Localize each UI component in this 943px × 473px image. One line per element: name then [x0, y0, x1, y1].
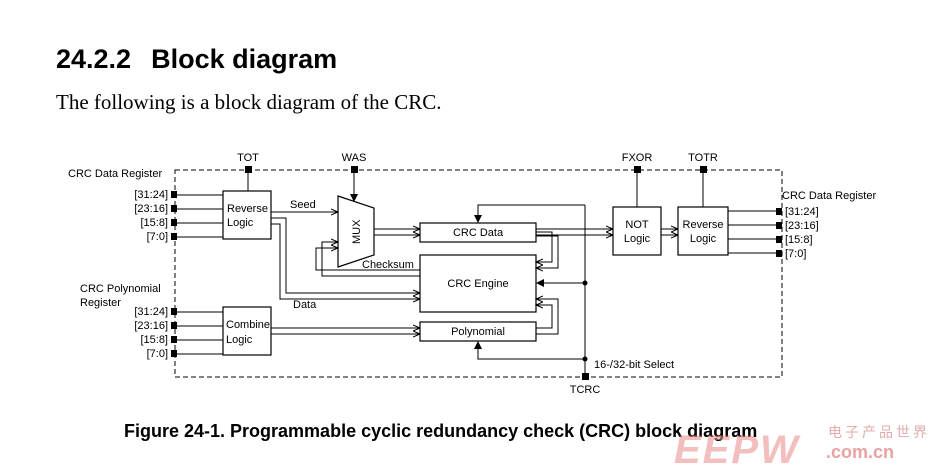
intro-paragraph: The following is a block diagram of the …: [56, 90, 442, 114]
section-heading: 24.2.2 Block diagram: [56, 44, 337, 75]
checksum-bus: [321, 242, 420, 277]
combine-logic-label: Logic: [226, 334, 253, 346]
poly-in-wires: [177, 311, 223, 355]
fxor-pin: [634, 166, 641, 173]
data-out-byte-label: [23:16]: [785, 220, 819, 232]
data-register-in-label: CRC Data Register: [68, 168, 162, 180]
poly-in-byte-label: [23:16]: [134, 320, 168, 332]
not-logic-block: [612, 206, 662, 256]
output-reverse-logic-label: Reverse: [683, 219, 724, 231]
select-signal-label: 16-/32-bit Select: [594, 359, 674, 371]
data-in-byte-label: [23:16]: [134, 203, 168, 215]
input-reverse-logic-label: Logic: [227, 217, 254, 229]
polynomial-label: Polynomial: [451, 326, 505, 338]
mux-label: MUX: [351, 219, 363, 244]
data-out-byte-label: [15:8]: [785, 234, 813, 246]
junction-dot: [582, 280, 588, 286]
crc-data-to-engine: [536, 235, 559, 268]
tcrc-pin: [582, 373, 589, 380]
input-reverse-logic-label: Reverse: [227, 203, 268, 215]
site-watermark: EEPW 电子产品世界 .com.cn: [668, 418, 943, 472]
poly-to-engine: [536, 305, 553, 329]
poly-in-pins: [171, 308, 177, 357]
combine-logic-block: [222, 306, 272, 356]
crc-engine-label: CRC Engine: [447, 278, 508, 290]
data-in-pins: [171, 191, 177, 240]
totr-signal-label: TOTR: [688, 152, 718, 164]
seed-label: Seed: [290, 199, 316, 211]
checksum-bus: [315, 248, 420, 271]
crc-data-to-engine: [536, 231, 553, 262]
module-boundary: [174, 169, 783, 378]
data-label: Data: [293, 299, 317, 311]
section-title: Block diagram: [151, 44, 338, 74]
poly-register-label: Register: [80, 297, 121, 309]
totr-pin: [700, 166, 707, 173]
output-reverse-logic-label: Logic: [690, 233, 717, 245]
select-to-polynomial: [474, 341, 585, 360]
data-in-wires: [177, 194, 223, 238]
poly-register-label: CRC Polynomial: [80, 283, 161, 295]
crc-data-label: CRC Data: [453, 227, 504, 239]
poly-in-byte-label: [31:24]: [134, 306, 168, 318]
watermark-url: .com.cn: [826, 442, 895, 462]
data-out-byte-label: [7:0]: [785, 248, 806, 260]
tcrc-signal-label: TCRC: [570, 384, 601, 396]
not-logic-label: NOT: [625, 219, 649, 231]
was-pin: [351, 166, 358, 173]
figure-caption: Figure 24-1. Programmable cyclic redunda…: [124, 421, 758, 441]
not-logic-label: Logic: [624, 233, 651, 245]
tot-signal-label: TOT: [237, 152, 259, 164]
checksum-label: Checksum: [362, 259, 414, 271]
data-out-pins: [776, 208, 782, 257]
data-out-byte-label: [31:24]: [785, 206, 819, 218]
fxor-signal-label: FXOR: [622, 152, 653, 164]
junction-dot: [582, 356, 588, 362]
tot-pin: [245, 166, 252, 173]
data-out-wires: [728, 210, 776, 254]
was-signal-label: WAS: [342, 152, 367, 164]
poly-to-engine: [536, 299, 559, 335]
input-reverse-logic-block: [222, 190, 272, 240]
tcrc-to-crc-data: [474, 204, 585, 223]
combine-logic-label: Combine: [226, 319, 270, 331]
output-reverse-logic-block: [677, 206, 729, 256]
crc-engine-block: [419, 254, 537, 313]
poly-in-byte-label: [15:8]: [140, 334, 168, 346]
section-number: 24.2.2: [56, 44, 132, 74]
data-in-byte-label: [31:24]: [134, 189, 168, 201]
data-bus: [271, 217, 420, 293]
poly-in-byte-label: [7:0]: [147, 348, 168, 360]
watermark-chinese-text: 电子产品世界: [828, 425, 930, 441]
data-in-byte-label: [15:8]: [140, 217, 168, 229]
data-in-byte-label: [7:0]: [147, 231, 168, 243]
data-register-out-label: CRC Data Register: [782, 190, 876, 202]
watermark-logo: EEPW: [674, 428, 800, 472]
data-bus: [271, 223, 420, 299]
